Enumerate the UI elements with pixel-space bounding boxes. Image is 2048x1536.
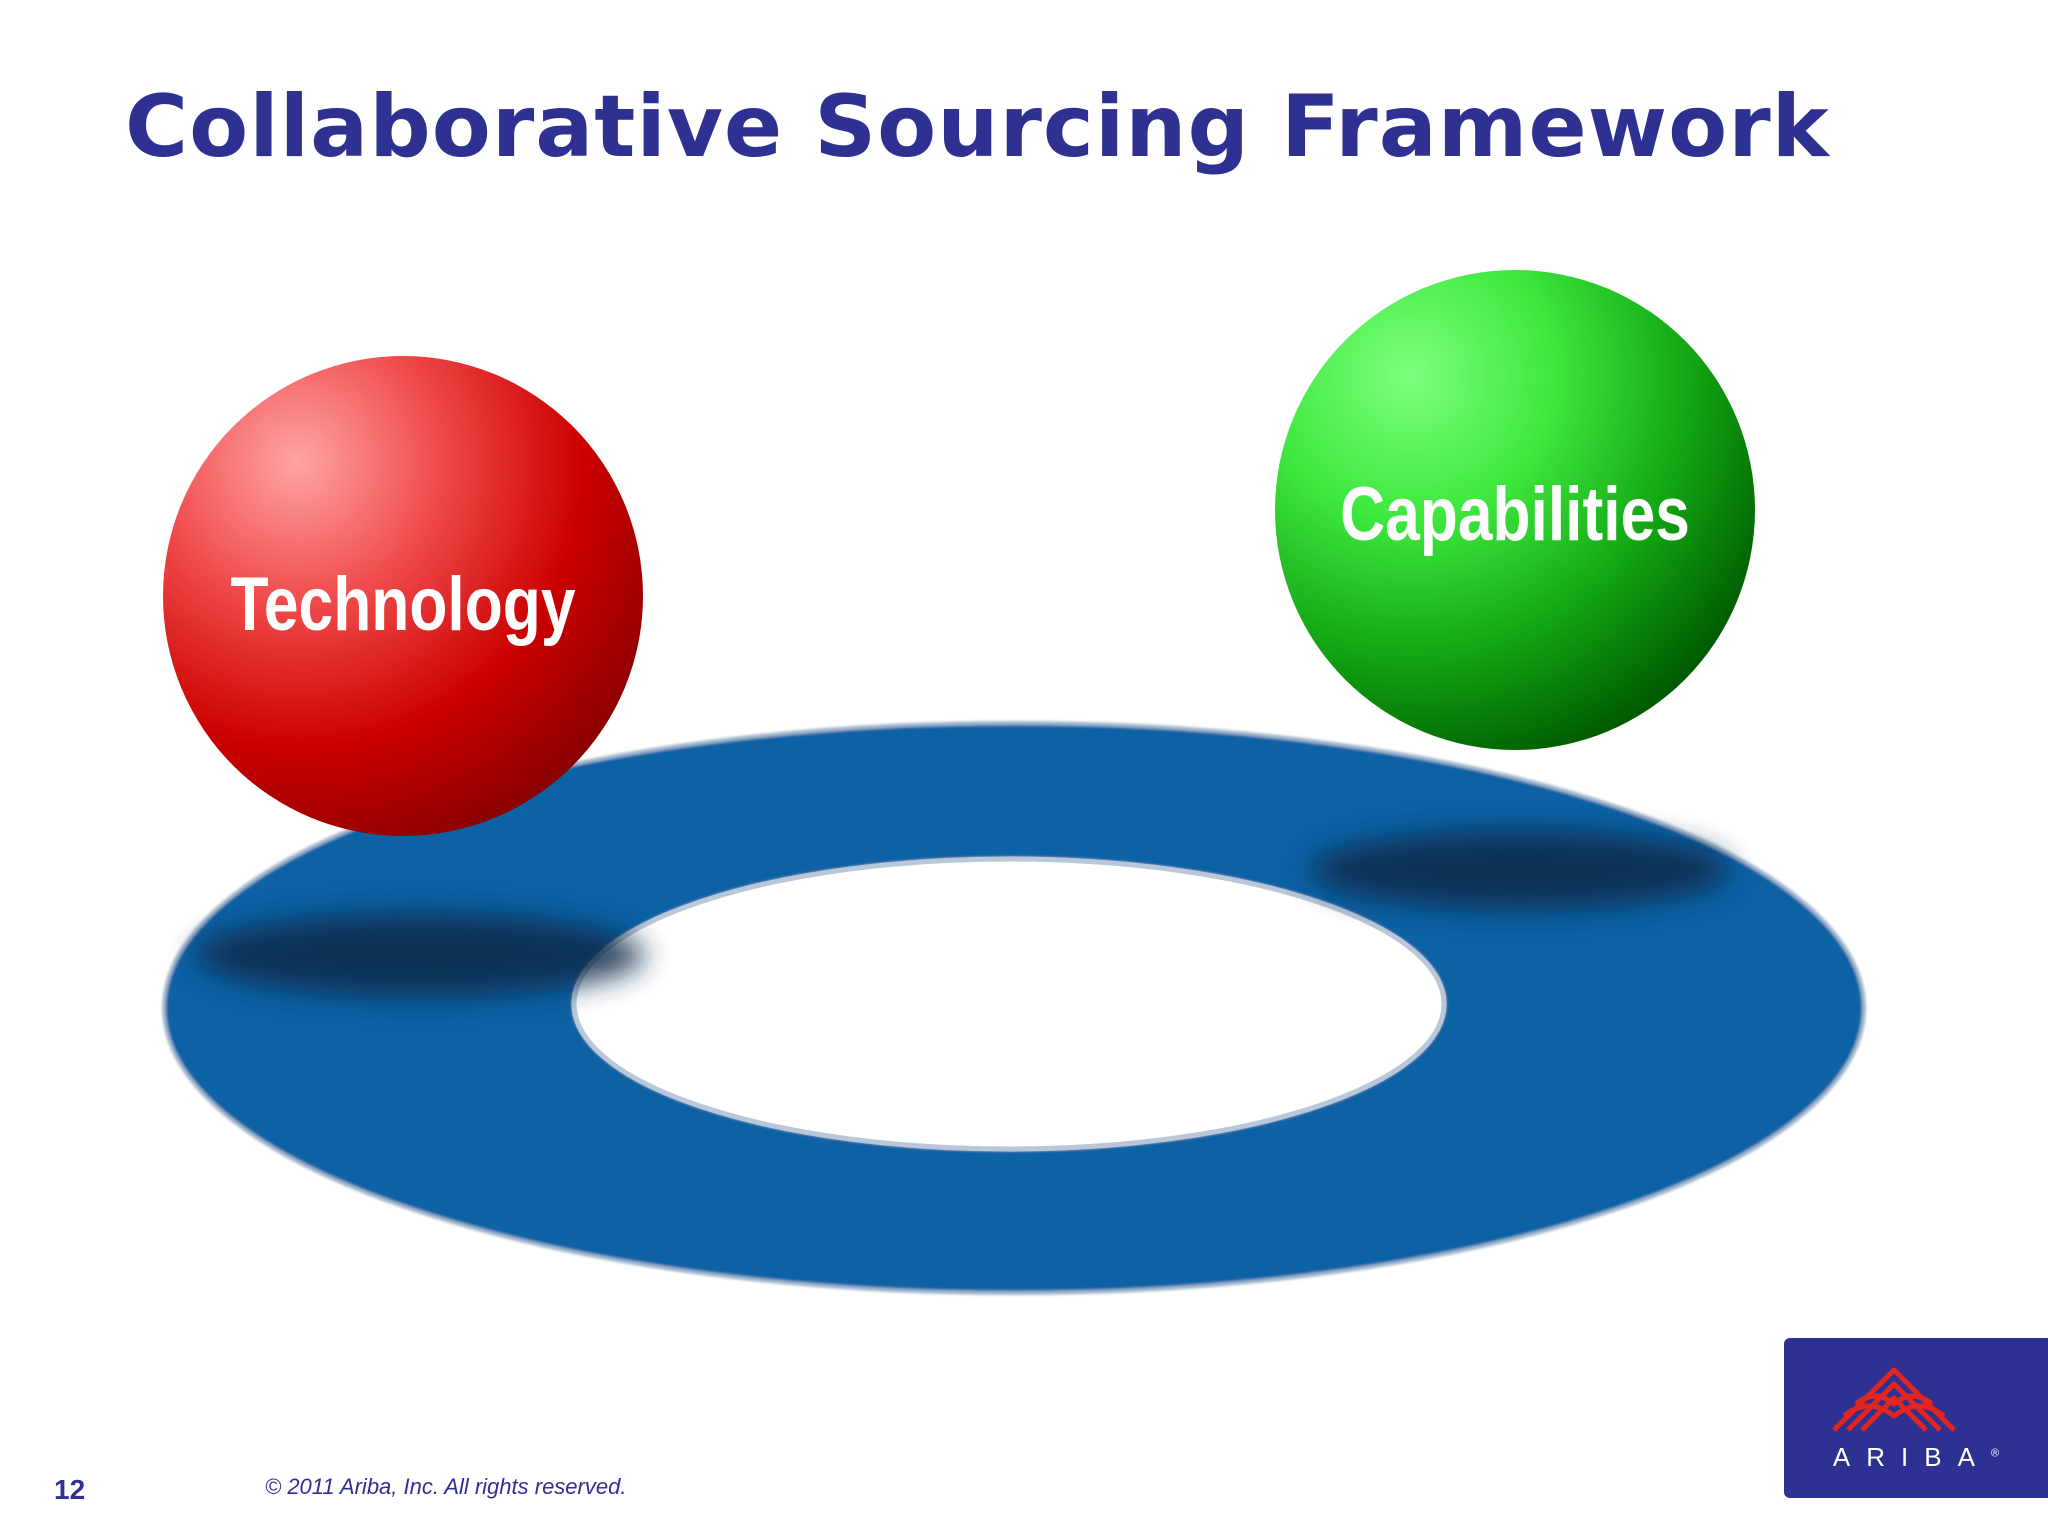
technology-label: Technology (230, 562, 576, 647)
capabilities-shadow (1310, 830, 1730, 910)
copyright-notice: © 2011 Ariba, Inc. All rights reserved. (265, 1474, 627, 1499)
logo-text: ARIBA (1832, 1442, 1991, 1472)
ring-inner-edge (571, 856, 1447, 1152)
technology-sphere (163, 356, 643, 836)
capabilities-sphere (1275, 270, 1755, 750)
capabilities-label: Capabilities (1340, 472, 1690, 557)
registered-mark: ® (1990, 1447, 2000, 1460)
technology-shadow (195, 913, 645, 997)
logo-wordmark: ARIBA® (1784, 1442, 2048, 1473)
ariba-mark-icon (1832, 1367, 1956, 1432)
page-number: 12 (54, 1474, 86, 1505)
ariba-logo: ARIBA® (1784, 1338, 2048, 1498)
page-title: Collaborative Sourcing Framework (125, 77, 1830, 177)
